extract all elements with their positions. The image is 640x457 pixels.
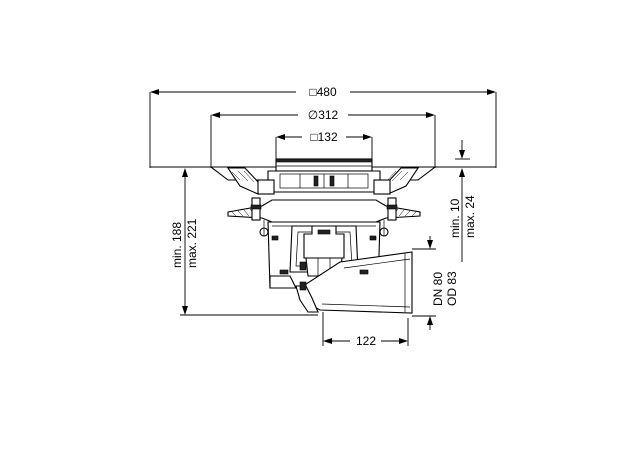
dim-label-dn-80: DN 80	[431, 272, 445, 306]
dim-label-480: □480	[309, 85, 337, 99]
drain-body	[209, 158, 437, 314]
dim-label-min-10: min. 10	[448, 198, 462, 238]
dim-height: min. 188 max. 221	[170, 168, 318, 316]
dim-label-122: 122	[356, 334, 376, 348]
dim-label-od-83: OD 83	[445, 271, 459, 306]
dim-label-132: □132	[310, 130, 338, 144]
dim-label-max-221: max. 221	[185, 218, 199, 268]
dim-label-max-24: max. 24	[463, 195, 477, 238]
dim-pipe: DN 80 OD 83	[412, 236, 459, 330]
dim-grate-size: □132	[275, 130, 373, 160]
dim-overall-width: □480	[149, 85, 497, 168]
dim-label-min-188: min. 188	[170, 222, 184, 268]
dim-outlet-offset: 122	[322, 312, 409, 348]
dim-flange-diameter: ∅312	[210, 108, 436, 168]
dim-adjustment: min. 10 max. 24	[448, 140, 477, 262]
dim-label-312: ∅312	[308, 108, 339, 122]
